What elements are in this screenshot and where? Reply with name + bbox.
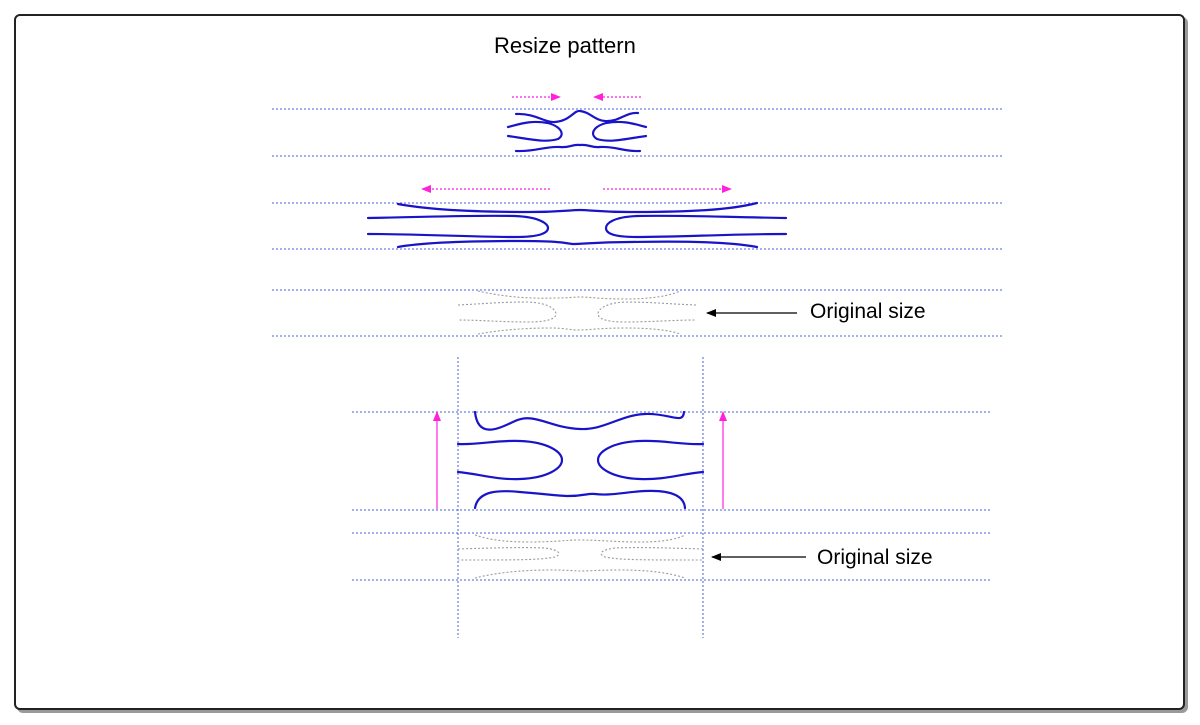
vertically-stretched-pattern [456,410,705,510]
stretched-pattern [366,201,788,249]
original-size-label: Original size [817,546,933,569]
stretch-horizontal-row [272,185,1002,250]
shrink-horizontal-row [272,93,1002,157]
original-size-label: Original size [810,300,926,323]
stretch-vertical-row [352,410,992,511]
original-pattern-outline [457,534,704,579]
original-pattern-outline [457,290,697,335]
diagram-frame [14,14,1185,710]
shrunk-pattern [506,109,648,153]
original-size-row-top: Original size [272,289,1002,337]
original-size-row-bottom: Original size [352,532,992,581]
diagram-title: Resize pattern [494,33,636,58]
